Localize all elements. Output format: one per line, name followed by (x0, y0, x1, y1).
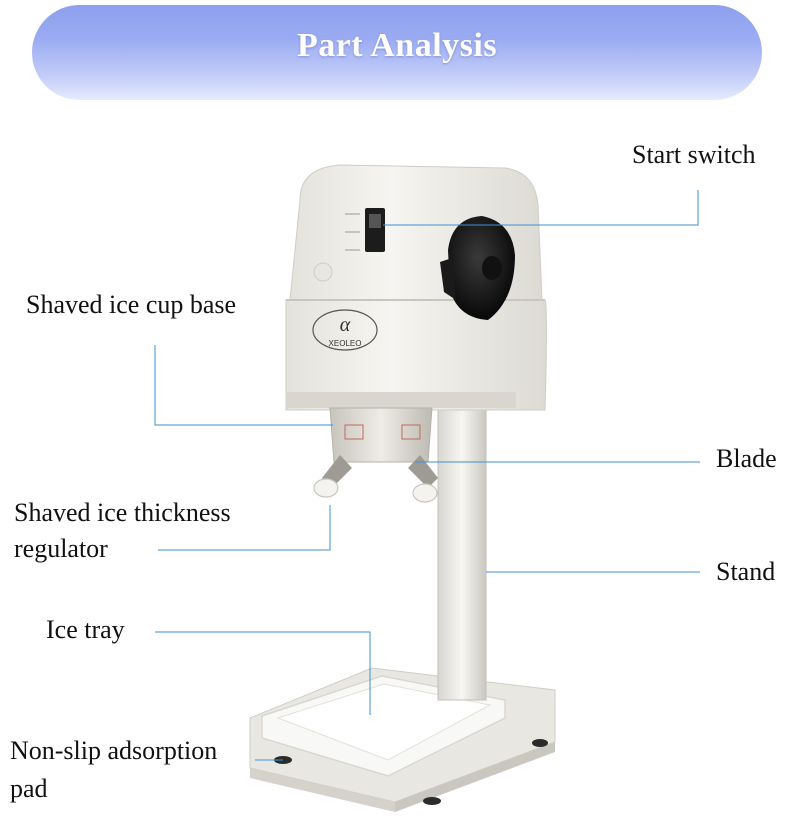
stand-pole (437, 407, 487, 701)
brand-logo: α XEOLEO (312, 309, 378, 351)
label-stand: Stand (716, 557, 776, 586)
label-blade: Blade (716, 444, 777, 473)
leader-start-switch (383, 190, 699, 226)
cup-base-assembly (322, 407, 438, 488)
label-thickness-line1: Shaved ice thickness (14, 498, 231, 527)
label-ice-tray: Ice tray (46, 615, 125, 644)
non-slip-pads (274, 739, 548, 805)
title-banner: Part Analysis (32, 5, 762, 100)
adjustment-knob (440, 216, 515, 320)
brand-logo-text: XEOLEO (329, 339, 362, 348)
label-cup-base: Shaved ice cup base (26, 290, 237, 319)
start-switch (345, 208, 385, 252)
page-title: Part Analysis (296, 27, 498, 64)
label-pad-line1: Non-slip adsorption (10, 736, 218, 765)
leader-cup-base (154, 345, 333, 426)
leader-lines (154, 190, 700, 761)
label-thickness-line2: regulator (14, 534, 108, 563)
leader-ice-tray (155, 631, 371, 715)
label-start-switch: Start switch (632, 140, 756, 169)
thickness-regulator (313, 478, 438, 503)
svg-text:α: α (340, 314, 351, 336)
ice-tray (261, 675, 506, 777)
label-pad-line2: pad (10, 774, 48, 803)
leader-thickness (158, 505, 331, 551)
